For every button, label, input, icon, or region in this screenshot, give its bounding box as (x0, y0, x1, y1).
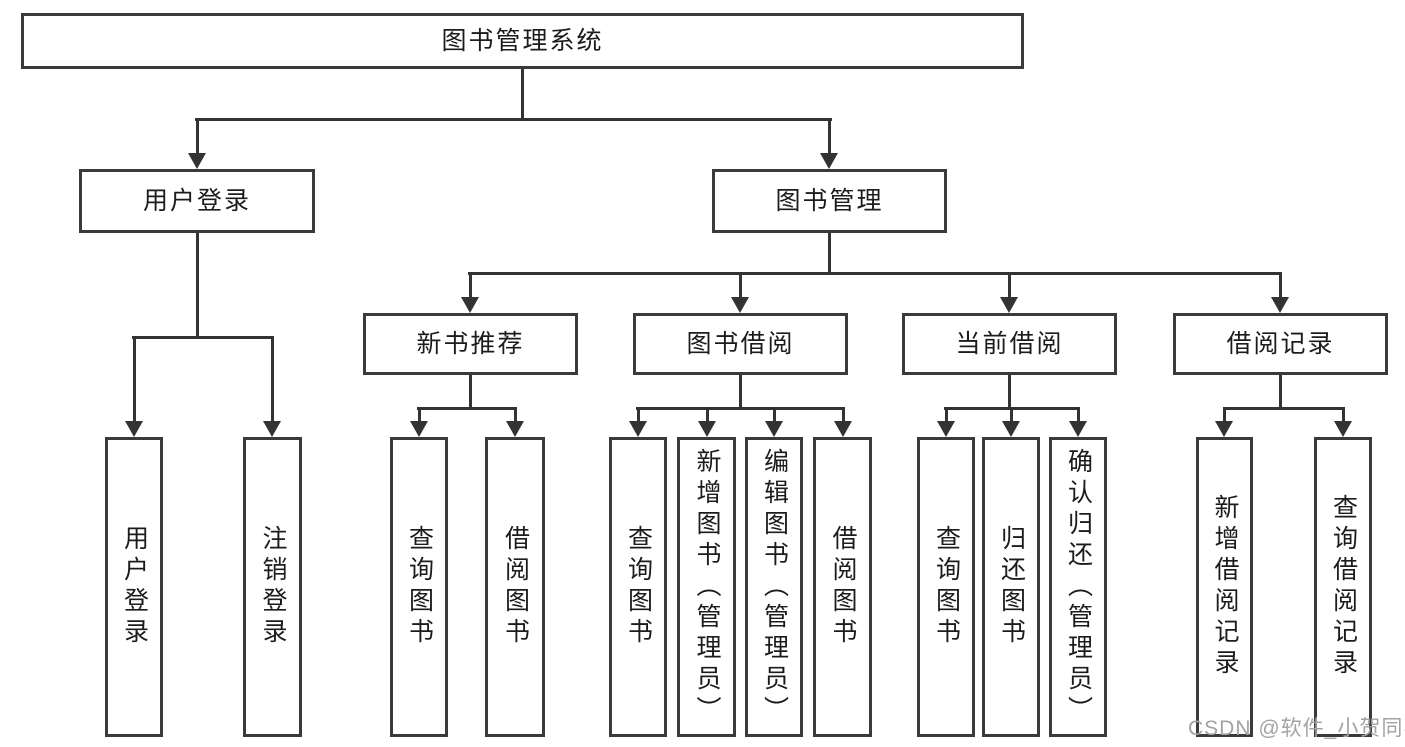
leaf-query-borrow-record: 查询借阅记录 (1314, 437, 1372, 737)
leaf-add-books-admin: 新增图书（管理员） (677, 437, 736, 737)
leaf-label: 新增借阅记录 (1211, 494, 1239, 680)
connector-root-drop (521, 69, 524, 118)
node-label: 当前借阅 (955, 329, 1064, 358)
leaf-label: 借阅图书 (829, 525, 857, 649)
leaf-label: 新增图书（管理员） (693, 447, 721, 727)
leaf-return-books: 归还图书 (982, 437, 1040, 737)
node-label: 借阅记录 (1226, 329, 1335, 358)
connector-borrow-records-drop (1279, 375, 1282, 407)
leaf-label: 注销登录 (259, 525, 287, 649)
arrow-to-borrow-records (1271, 272, 1289, 313)
connector-current-borrow-drop (1008, 375, 1011, 407)
arrow-to-leaf-add-books-admin (698, 407, 716, 437)
leaf-label: 查询借阅记录 (1329, 494, 1358, 680)
csdn-watermark: CSDN @软件_小贺同学 (1188, 717, 1405, 740)
leaf-label: 确认归还（管理员） (1064, 447, 1093, 727)
leaf-query-books-recommend: 查询图书 (390, 437, 448, 737)
leaf-confirm-return-admin: 确认归还（管理员） (1049, 437, 1107, 737)
node-book-management: 图书管理 (712, 169, 947, 233)
leaf-label: 查询图书 (624, 525, 653, 649)
node-label: 图书管理系统 (441, 26, 604, 55)
leaf-label: 编辑图书（管理员） (760, 447, 789, 727)
arrow-to-user-login (188, 118, 206, 169)
arrow-to-leaf-user-login (125, 336, 143, 437)
leaf-borrow-books: 借阅图书 (813, 437, 872, 737)
leaf-label: 用户登录 (120, 525, 149, 649)
node-label: 图书借阅 (686, 329, 795, 358)
arrow-to-current-borrow (1000, 272, 1018, 313)
leaf-edit-books-admin: 编辑图书（管理员） (745, 437, 803, 737)
arrow-to-leaf-borrow-books (834, 407, 852, 437)
node-new-book-recommend: 新书推荐 (363, 313, 578, 375)
node-library-system: 图书管理系统 (21, 13, 1024, 69)
arrow-to-leaf-add-borrow-record (1215, 407, 1233, 437)
node-borrow-records: 借阅记录 (1173, 313, 1388, 375)
node-label: 图书管理 (775, 186, 884, 215)
connector-borrow-records-horizontal (1223, 407, 1345, 410)
connector-user-login-drop (196, 233, 199, 336)
arrow-to-new-book-recommend (461, 272, 479, 313)
connector-level3-horizontal (468, 272, 1282, 275)
connector-new-book-recommend-drop (469, 375, 472, 407)
connector-book-management-drop (828, 233, 831, 272)
arrow-to-leaf-query-books-borrow (629, 407, 647, 437)
connector-book-borrow-horizontal (636, 407, 844, 410)
leaf-add-borrow-record: 新增借阅记录 (1196, 437, 1253, 737)
arrow-to-book-borrow (731, 272, 749, 313)
arrow-to-leaf-borrow-books-recommend (506, 407, 524, 437)
leaf-user-login: 用户登录 (105, 437, 163, 737)
arrow-to-leaf-query-books-recommend (410, 407, 428, 437)
connector-user-login-horizontal (132, 336, 274, 339)
leaf-borrow-books-recommend: 借阅图书 (485, 437, 545, 737)
node-book-borrow: 图书借阅 (633, 313, 848, 375)
node-current-borrow: 当前借阅 (902, 313, 1117, 375)
leaf-label: 查询图书 (405, 525, 434, 649)
arrow-to-leaf-edit-books-admin (765, 407, 783, 437)
leaf-query-books-borrow: 查询图书 (609, 437, 667, 737)
arrow-to-leaf-query-books-current (937, 407, 955, 437)
node-label: 新书推荐 (416, 329, 525, 358)
leaf-label: 归还图书 (997, 525, 1026, 649)
arrow-to-leaf-query-borrow-record (1334, 407, 1352, 437)
connector-new-book-recommend-horizontal (417, 407, 517, 410)
arrow-to-book-management (820, 118, 838, 169)
arrow-to-leaf-logout (263, 336, 281, 437)
leaf-label: 借阅图书 (501, 525, 530, 649)
leaf-logout: 注销登录 (243, 437, 302, 737)
leaf-label: 查询图书 (932, 525, 961, 649)
connector-level2-horizontal (195, 118, 832, 121)
node-user-login: 用户登录 (79, 169, 315, 233)
connector-book-borrow-drop (739, 375, 742, 407)
node-label: 用户登录 (142, 186, 251, 215)
arrow-to-leaf-confirm-return (1069, 407, 1087, 437)
arrow-to-leaf-return-books (1002, 407, 1020, 437)
leaf-query-books-current: 查询图书 (917, 437, 975, 737)
